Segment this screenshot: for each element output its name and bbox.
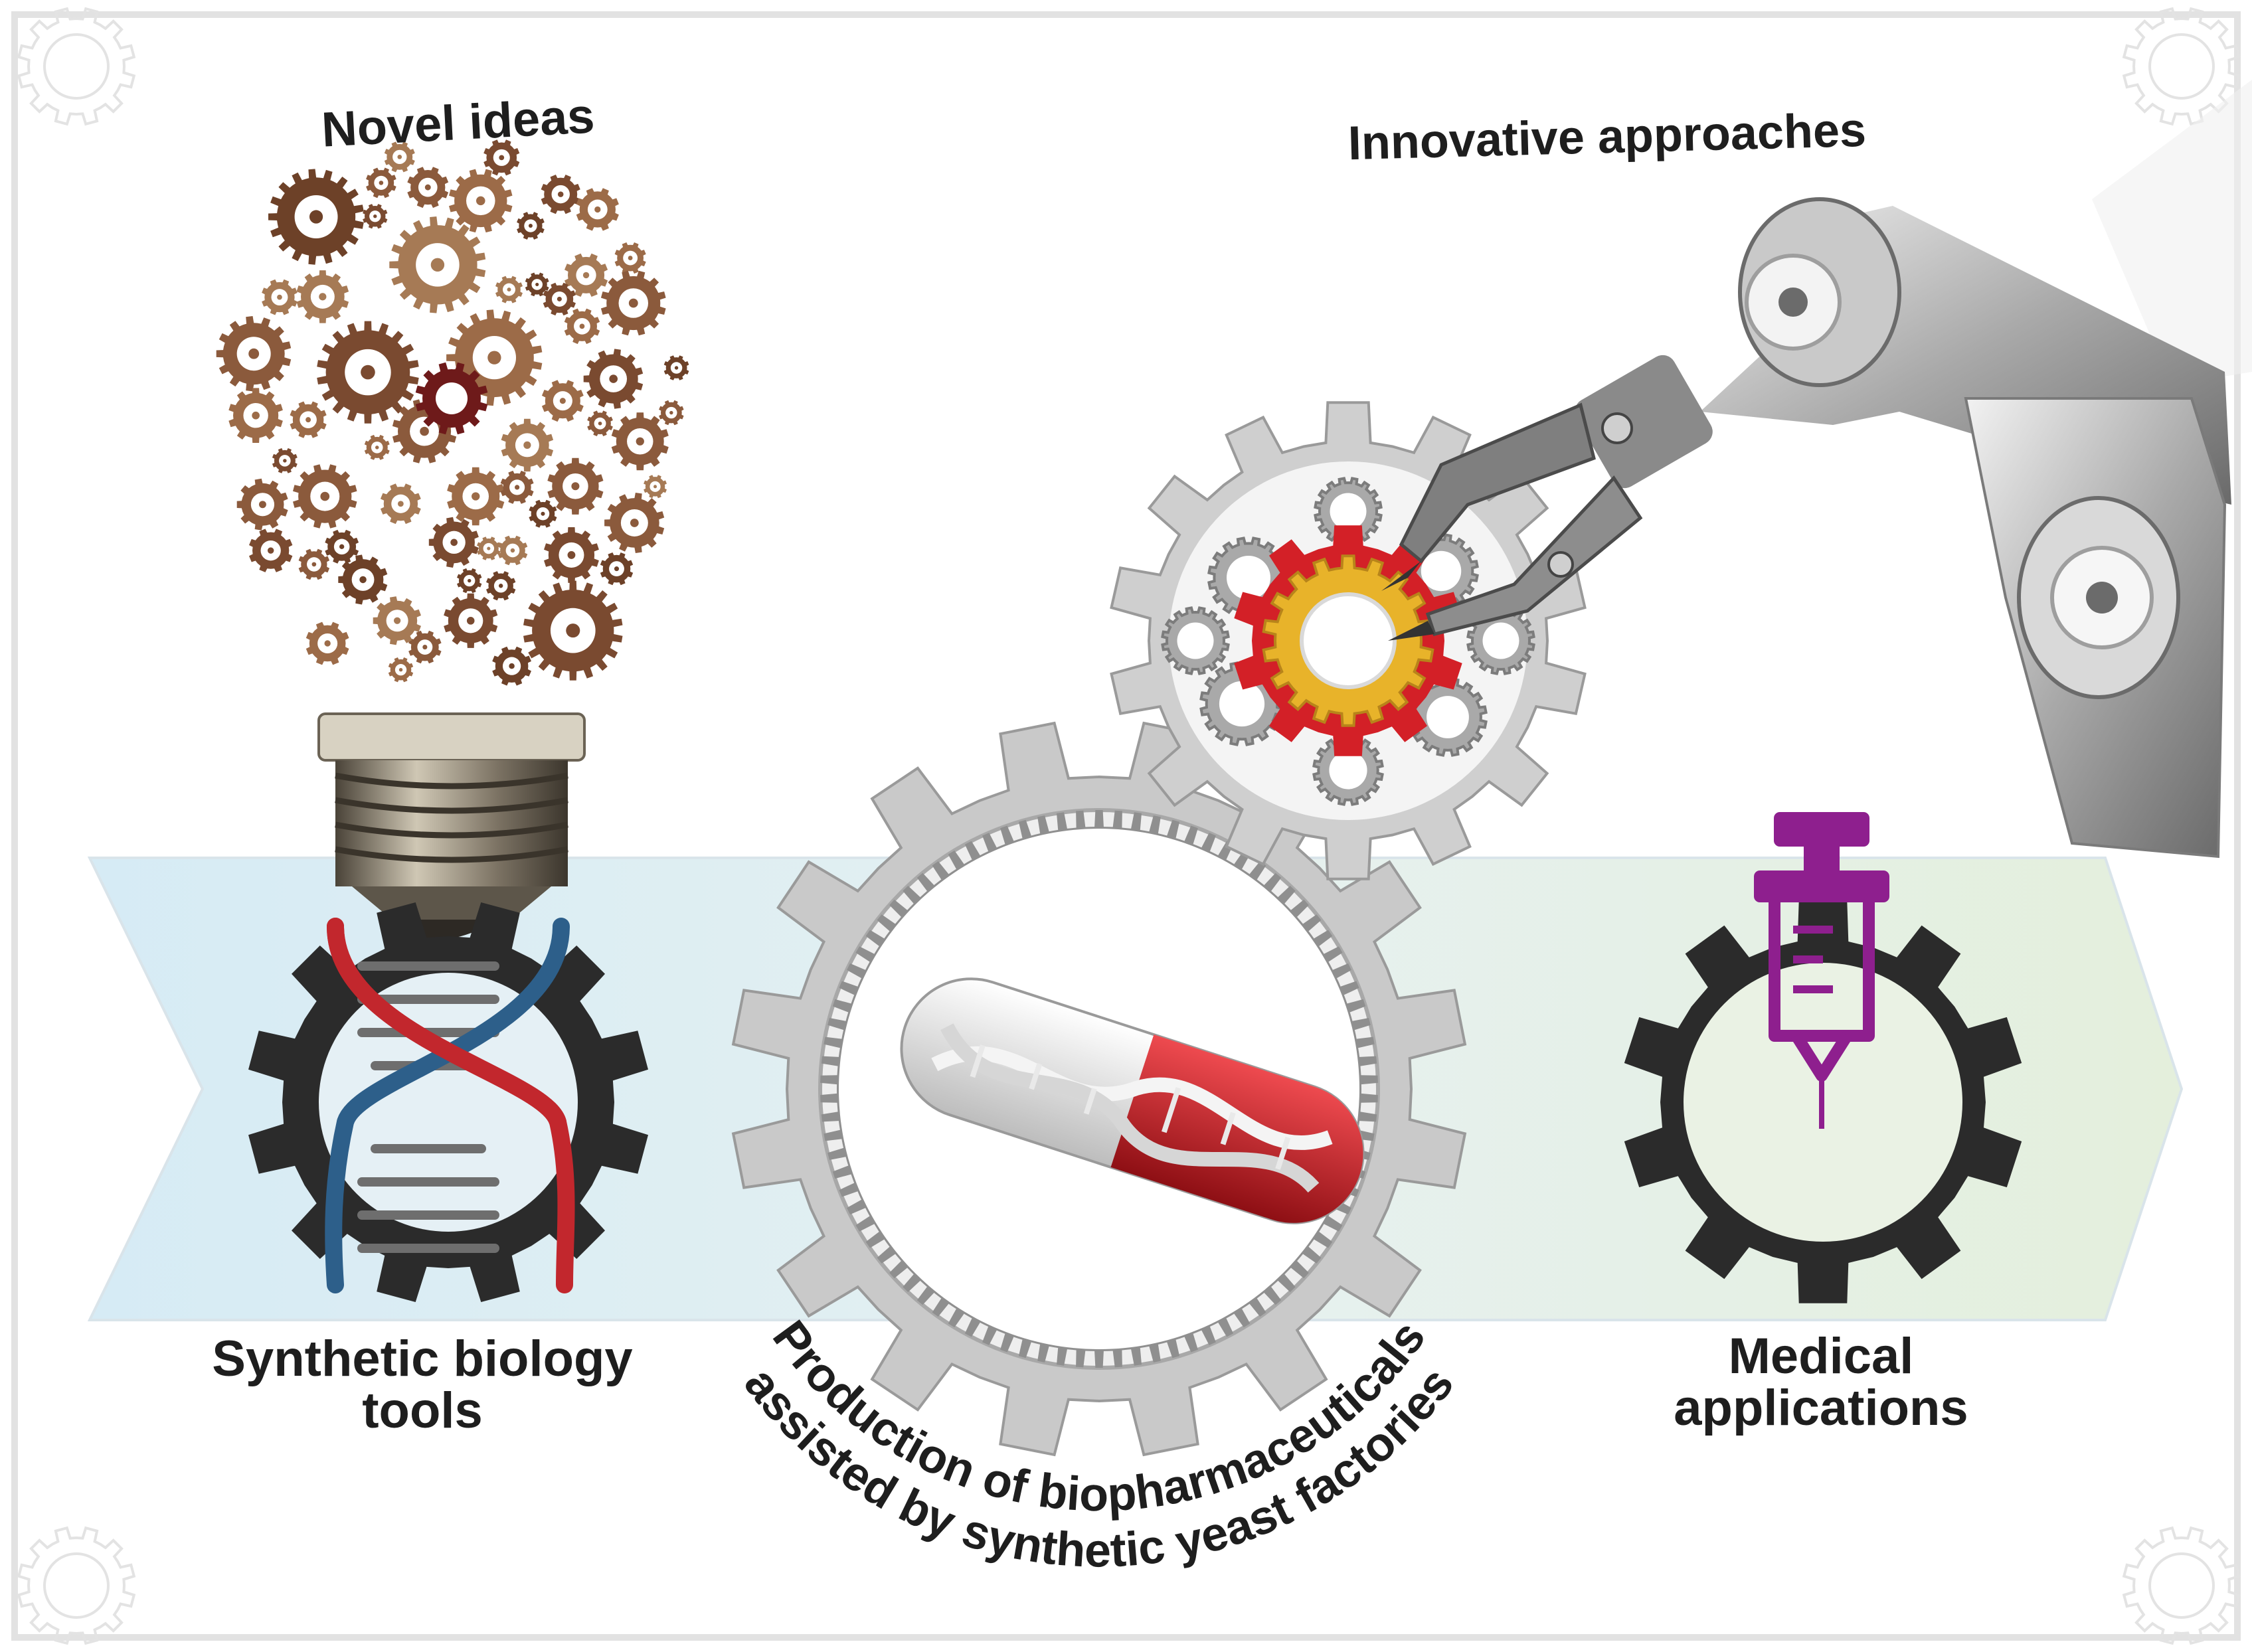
dna-gear-icon xyxy=(248,902,648,1302)
medical-applications-label-line2: applications xyxy=(1674,1380,1968,1436)
bulb-socket xyxy=(317,712,586,940)
medical-applications-label-line1: Medical xyxy=(1729,1328,1914,1384)
mechanism-gear-icon xyxy=(1110,401,1587,880)
syringe-gear-icon xyxy=(1624,812,2022,1303)
corner-gear-icon xyxy=(17,1526,136,1645)
robot-arm-icon xyxy=(1381,80,2252,859)
synthetic-biology-label-line1: Synthetic biology xyxy=(212,1331,632,1387)
corner-gear-icon xyxy=(2122,1526,2241,1645)
lightbulb-of-gears-icon xyxy=(216,139,689,686)
corner-gear-icon xyxy=(17,7,136,126)
synthetic-biology-label-line2: tools xyxy=(362,1382,483,1439)
corner-gear-icon xyxy=(2122,7,2241,126)
capsule-gear-icon xyxy=(731,721,1467,1457)
